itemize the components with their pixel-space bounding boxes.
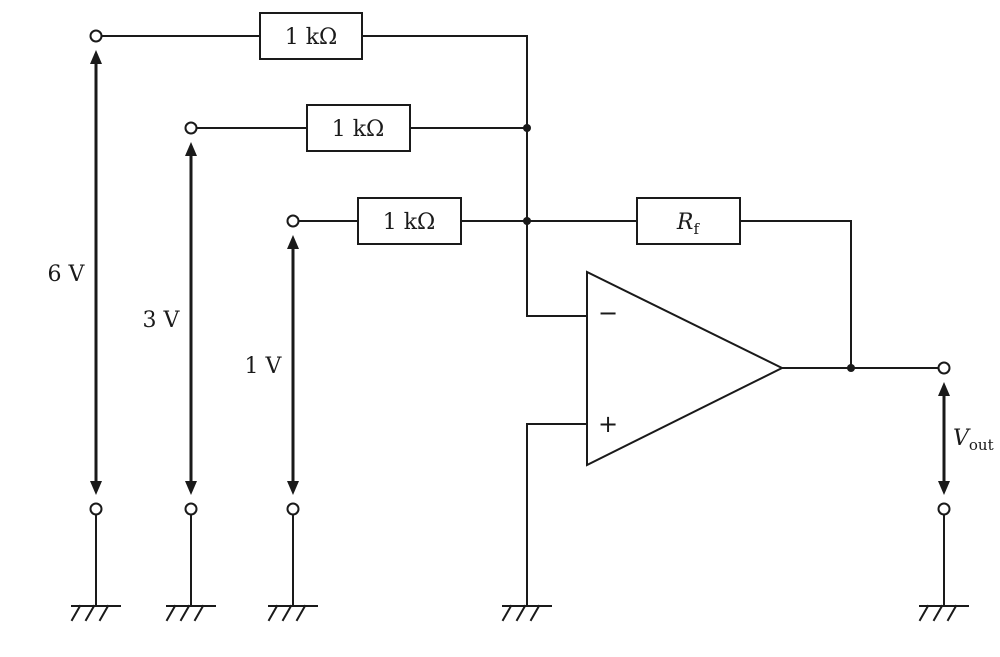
ground-icon	[918, 604, 969, 622]
junction-dot	[523, 217, 531, 225]
rf-symbol: R	[676, 210, 694, 235]
resistor-rf-label: Rf	[676, 210, 701, 238]
input-1v-branch: 1 kΩ 1 V	[245, 197, 638, 622]
vout-subscript: out	[969, 436, 994, 454]
resistor-r2	[306, 104, 411, 152]
resistor-rf	[636, 197, 741, 245]
resistor-r2-label: 1 kΩ	[332, 117, 385, 142]
junction-dot	[847, 364, 855, 372]
noninverting-input-sign: +	[598, 410, 618, 438]
ground-icon	[70, 604, 121, 622]
input-3v-branch: 1 kΩ 3 V	[143, 104, 528, 622]
resistor-r3	[357, 197, 462, 245]
input-terminal-1v-top	[286, 214, 300, 228]
source-label-3v: 3 V	[143, 308, 181, 333]
op-amp: − +	[501, 270, 785, 622]
input-terminal-6v-bottom	[89, 502, 103, 516]
op-amp-triangle	[586, 270, 785, 467]
ground-icon	[165, 604, 216, 622]
resistor-r1-label: 1 kΩ	[285, 25, 338, 50]
input-terminal-1v-bottom	[286, 502, 300, 516]
input-6v-branch: 1 kΩ 6 V	[48, 12, 588, 622]
input-terminal-6v-top	[89, 29, 103, 43]
resistor-r3-label: 1 kΩ	[383, 210, 436, 235]
vout-symbol: V	[953, 426, 971, 451]
output-terminal-bottom	[937, 502, 951, 516]
ground-icon	[501, 604, 552, 622]
feedback-branch: Rf	[636, 197, 852, 369]
output-branch: Vout	[781, 361, 994, 622]
source-label-1v: 1 V	[245, 354, 283, 379]
input-terminal-3v-top	[184, 121, 198, 135]
ground-icon	[267, 604, 318, 622]
rf-subscript: f	[694, 220, 701, 238]
inverting-input-sign: −	[598, 299, 618, 327]
junction-dot	[523, 124, 531, 132]
output-voltage-label: Vout	[953, 426, 994, 454]
input-terminal-3v-bottom	[184, 502, 198, 516]
source-label-6v: 6 V	[48, 262, 86, 287]
output-terminal-top	[937, 361, 951, 375]
